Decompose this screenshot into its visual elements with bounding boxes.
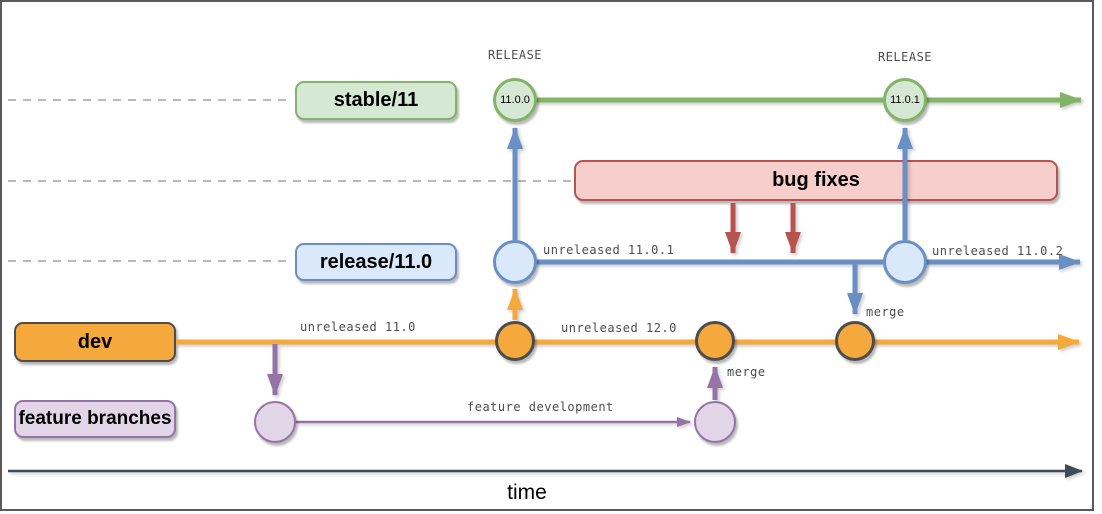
commit-node-dev-1 [495,321,535,361]
branch-label-stable-text: stable/11 [333,89,419,111]
label-merge-release: merge [866,305,905,319]
branch-label-stable: stable/11 [295,81,457,120]
label-feature-development: feature development [467,400,614,414]
commit-node-release-2 [883,240,927,284]
commit-label-11-0-1: 11.0.1 [890,94,920,106]
commit-node-dev-3 [835,321,875,361]
branch-label-dev-text: dev [77,330,113,353]
commit-node-feature-2 [694,401,736,443]
release-tag-1: RELEASE [487,48,543,62]
label-merge-feature: merge [727,365,766,379]
release-tag-2: RELEASE [877,50,933,64]
commit-node-11-0-0: 11.0.0 [493,78,537,122]
bug-fixes-annotation-box: bug fixes [574,160,1058,201]
commit-node-11-0-1: 11.0.1 [883,78,927,122]
label-unreleased-11-0: unreleased 11.0 [300,320,416,334]
bug-fixes-text: bug fixes [772,169,860,191]
commit-node-release-1 [493,240,537,284]
branch-label-dev: dev [14,322,176,362]
branch-label-feature: feature branches [14,400,176,438]
commit-label-11-0-0: 11.0.0 [500,94,530,106]
label-unreleased-11-0-1: unreleased 11.0.1 [543,243,675,257]
label-unreleased-12-0: unreleased 12.0 [561,321,677,335]
label-unreleased-11-0-2: unreleased 11.0.2 [932,244,1064,258]
branch-label-feature-text: feature branches [18,408,172,429]
branch-label-release: release/11.0 [295,243,457,281]
commit-node-dev-2 [695,321,735,361]
time-axis-label: time [507,481,547,504]
branch-label-release-text: release/11.0 [319,250,433,273]
commit-node-feature-1 [254,401,296,443]
